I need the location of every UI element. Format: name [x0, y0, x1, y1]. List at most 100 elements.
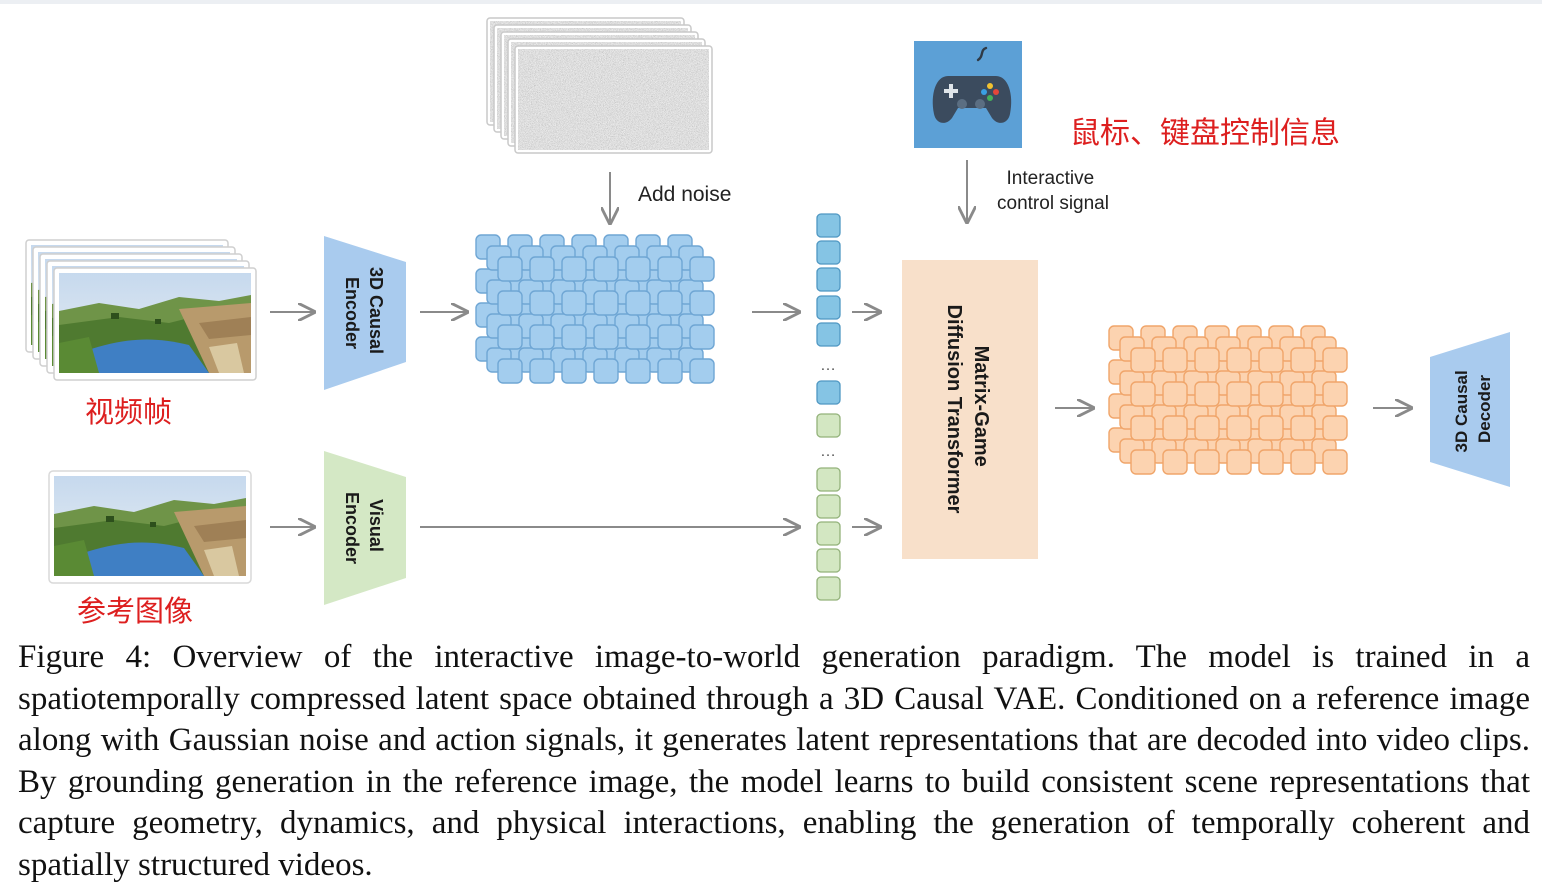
- token-green: [816, 413, 841, 438]
- reference-image: [48, 470, 252, 584]
- latent-orange-cell: [1226, 415, 1252, 441]
- latent-orange-cell: [1130, 347, 1156, 373]
- decoder-label-2: Decoder: [1475, 375, 1494, 443]
- noise-frame-stack: [486, 17, 713, 154]
- diffusion-transformer-block: Matrix-Game Diffusion Transformer: [902, 260, 1038, 559]
- latent-blue-cell: [657, 290, 683, 316]
- annotation-control-info: 鼠标、键盘控制信息: [1070, 116, 1340, 151]
- latent-blue-cell: [561, 324, 587, 350]
- visual-encoder-label-1: Visual: [366, 499, 386, 552]
- token-column: [816, 213, 841, 601]
- latent-blue-cell: [689, 324, 715, 350]
- latent-orange-cell: [1322, 449, 1348, 475]
- latent-blue-cell: [529, 324, 555, 350]
- latent-blue-cell: [593, 324, 619, 350]
- latent-blue-cell: [625, 290, 651, 316]
- latent-grid-blue: [475, 234, 715, 384]
- interactive-label-1: Interactive: [1007, 168, 1095, 189]
- interactive-signal-label: Interactive control signal: [997, 168, 1109, 214]
- figure-caption: Figure 4: Overview of the interactive im…: [18, 639, 1530, 883]
- latent-blue-cell: [529, 256, 555, 282]
- latent-blue-cell: [657, 324, 683, 350]
- latent-blue-cell: [689, 256, 715, 282]
- latent-blue-cell: [625, 256, 651, 282]
- latent-orange-cell: [1194, 347, 1220, 373]
- latent-orange-cell: [1322, 347, 1348, 373]
- token-green: [816, 521, 841, 546]
- svg-text:Matrix-Game Diffusion Tr: Matrix-Game Diffusion Transformer: [943, 305, 992, 514]
- token-blue: [816, 267, 841, 292]
- latent-orange-cell: [1226, 347, 1252, 373]
- pipeline-diagram: 3D Causal Encoder Visual Encoder … … Add…: [25, 17, 1510, 628]
- latent-blue-cell: [497, 324, 523, 350]
- latent-orange-cell: [1290, 347, 1316, 373]
- latent-orange-cell: [1162, 415, 1188, 441]
- top-border: [0, 0, 1542, 4]
- latent-orange-cell: [1322, 381, 1348, 407]
- latent-blue-cell: [657, 358, 683, 384]
- latent-blue-cell: [529, 290, 555, 316]
- latent-orange-cell: [1130, 381, 1156, 407]
- latent-blue-cell: [593, 290, 619, 316]
- latent-orange-cell: [1290, 381, 1316, 407]
- latent-orange-cell: [1258, 347, 1284, 373]
- latent-orange-cell: [1322, 415, 1348, 441]
- latent-orange-cell: [1290, 449, 1316, 475]
- noise-pattern: [518, 49, 709, 150]
- add-noise-label: Add noise: [638, 183, 731, 206]
- token-ellipsis-top: …: [820, 357, 836, 374]
- latent-orange-cell: [1258, 449, 1284, 475]
- annotation-reference-image: 参考图像: [77, 594, 193, 628]
- gamepad-icon: [914, 41, 1022, 148]
- token-blue: [816, 295, 841, 320]
- token-blue: [816, 322, 841, 347]
- latent-orange-cell: [1226, 381, 1252, 407]
- latent-orange-cell: [1226, 449, 1252, 475]
- visual-encoder-label-2: Encoder: [342, 492, 362, 564]
- latent-grid-orange: [1108, 325, 1348, 475]
- encoder-3d-label-2: Encoder: [342, 277, 362, 349]
- token-ellipsis-bottom: …: [820, 443, 836, 460]
- svg-text:3D Causal Decoder: 3D Causal Decoder: [1452, 366, 1494, 453]
- encoder-3d-label-1: 3D Causal: [366, 267, 386, 354]
- interactive-label-2: control signal: [997, 193, 1109, 214]
- svg-text:Visual Encoder: Visual Encoder: [342, 492, 386, 564]
- latent-orange-cell: [1162, 381, 1188, 407]
- latent-blue-cell: [561, 290, 587, 316]
- transformer-label-1: Matrix-Game: [970, 346, 992, 467]
- token-green: [816, 467, 841, 492]
- svg-text:3D Causal Encoder: 3D Causal Encoder: [342, 267, 386, 359]
- latent-blue-cell: [689, 358, 715, 384]
- latent-blue-cell: [497, 256, 523, 282]
- token-blue: [816, 213, 841, 238]
- latent-blue-cell: [625, 358, 651, 384]
- latent-orange-cell: [1258, 381, 1284, 407]
- latent-orange-cell: [1194, 415, 1220, 441]
- latent-orange-cell: [1194, 449, 1220, 475]
- video-frame-scene: [59, 273, 251, 373]
- latent-blue-cell: [561, 256, 587, 282]
- latent-blue-cell: [497, 290, 523, 316]
- token-blue: [816, 240, 841, 265]
- arrows: [270, 160, 1411, 527]
- latent-orange-cell: [1162, 347, 1188, 373]
- token-green: [816, 494, 841, 519]
- video-frame-stack: [25, 239, 257, 381]
- token-green: [816, 576, 841, 601]
- annotation-video-frames: 视频帧: [85, 395, 172, 429]
- latent-blue-cell: [593, 358, 619, 384]
- latent-blue-cell: [497, 358, 523, 384]
- latent-orange-cell: [1130, 415, 1156, 441]
- latent-blue-cell: [689, 290, 715, 316]
- latent-orange-cell: [1130, 449, 1156, 475]
- latent-blue-cell: [561, 358, 587, 384]
- latent-orange-cell: [1194, 381, 1220, 407]
- latent-orange-cell: [1290, 415, 1316, 441]
- transformer-label-2: Diffusion Transformer: [943, 305, 965, 514]
- token-blue: [816, 380, 841, 405]
- latent-blue-cell: [529, 358, 555, 384]
- decoder-label-1: 3D Causal: [1452, 370, 1471, 452]
- token-green: [816, 548, 841, 573]
- encoder-3d-causal: 3D Causal Encoder: [324, 236, 406, 390]
- latent-orange-cell: [1162, 449, 1188, 475]
